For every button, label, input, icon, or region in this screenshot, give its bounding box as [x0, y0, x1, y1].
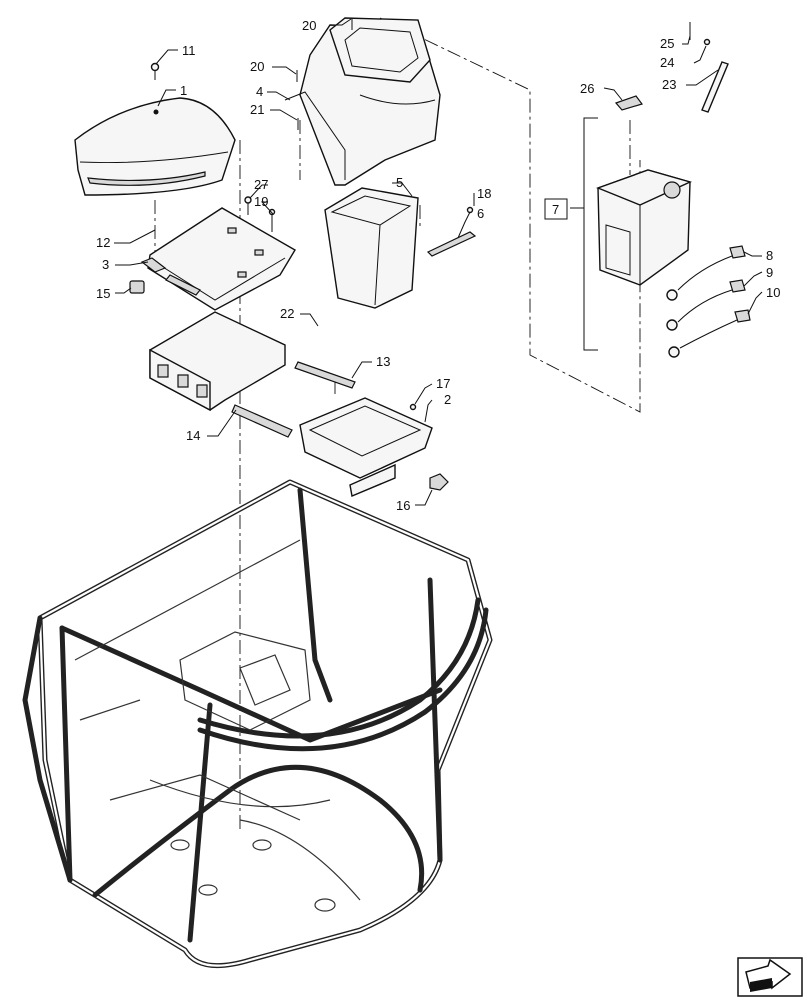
callout-15: 15 — [96, 286, 110, 301]
callout-3: 3 — [102, 257, 109, 272]
callout-8: 8 — [766, 248, 773, 263]
callout-27: 27 — [254, 177, 268, 192]
callout-21: 21 — [250, 102, 264, 117]
callout-1: 1 — [180, 83, 187, 98]
part-20-21-pins — [296, 18, 353, 130]
part-24-25-fasteners — [689, 22, 711, 46]
next-page-arrow-icon[interactable] — [737, 957, 803, 997]
callout-7-box — [544, 198, 568, 220]
part-11-screw — [150, 62, 160, 80]
callout-19: 19 — [254, 194, 268, 209]
callout-4: 4 — [256, 84, 263, 99]
callout-26: 26 — [580, 81, 594, 96]
callout-9: 9 — [766, 265, 773, 280]
part-13-slide-rail — [294, 361, 356, 389]
part-15-nut — [129, 280, 145, 294]
part-14-lower-box — [149, 311, 293, 438]
callout-18: 18 — [477, 186, 491, 201]
kit-bracket — [570, 117, 598, 351]
part-8-connector — [666, 245, 746, 301]
part-5-storage-bin — [324, 187, 419, 309]
callout-16: 16 — [396, 498, 410, 513]
part-7-cooler-kit — [596, 169, 693, 286]
callout-5: 5 — [396, 175, 403, 190]
callout-25: 25 — [660, 36, 674, 51]
cab-frame — [22, 479, 493, 969]
center-lines — [154, 17, 641, 830]
callout-labels: 11 1 12 3 15 27 19 20 20 4 21 5 18 6 22 … — [96, 18, 780, 513]
callout-12: 12 — [96, 235, 110, 250]
part-16-knob — [429, 473, 449, 491]
callout-24: 24 — [660, 55, 674, 70]
callout-14: 14 — [186, 428, 200, 443]
leader-lines — [114, 18, 763, 506]
part-1-cover — [74, 97, 236, 196]
part-6-bracket — [426, 206, 477, 257]
part-9-connector — [666, 279, 746, 331]
part-27-19-screws — [244, 196, 276, 232]
part-2-drawer — [299, 397, 433, 497]
part-4-console-housing — [284, 17, 441, 186]
callout-23: 23 — [662, 77, 676, 92]
callout-17: 17 — [436, 376, 450, 391]
callout-10: 10 — [766, 285, 780, 300]
callout-20-left: 20 — [250, 59, 264, 74]
part-26-clip — [614, 95, 643, 111]
callout-13: 13 — [376, 354, 390, 369]
part-23-rod — [701, 61, 729, 113]
part-10-connector — [668, 309, 751, 358]
callout-20-top: 20 — [302, 18, 316, 33]
callout-22: 22 — [280, 306, 294, 321]
callout-2: 2 — [444, 392, 451, 407]
callout-6: 6 — [477, 206, 484, 221]
callout-7: 7 — [552, 202, 559, 217]
part-3-base-plate — [140, 207, 296, 311]
part-17-screw — [409, 403, 417, 411]
callout-11: 11 — [182, 43, 196, 58]
